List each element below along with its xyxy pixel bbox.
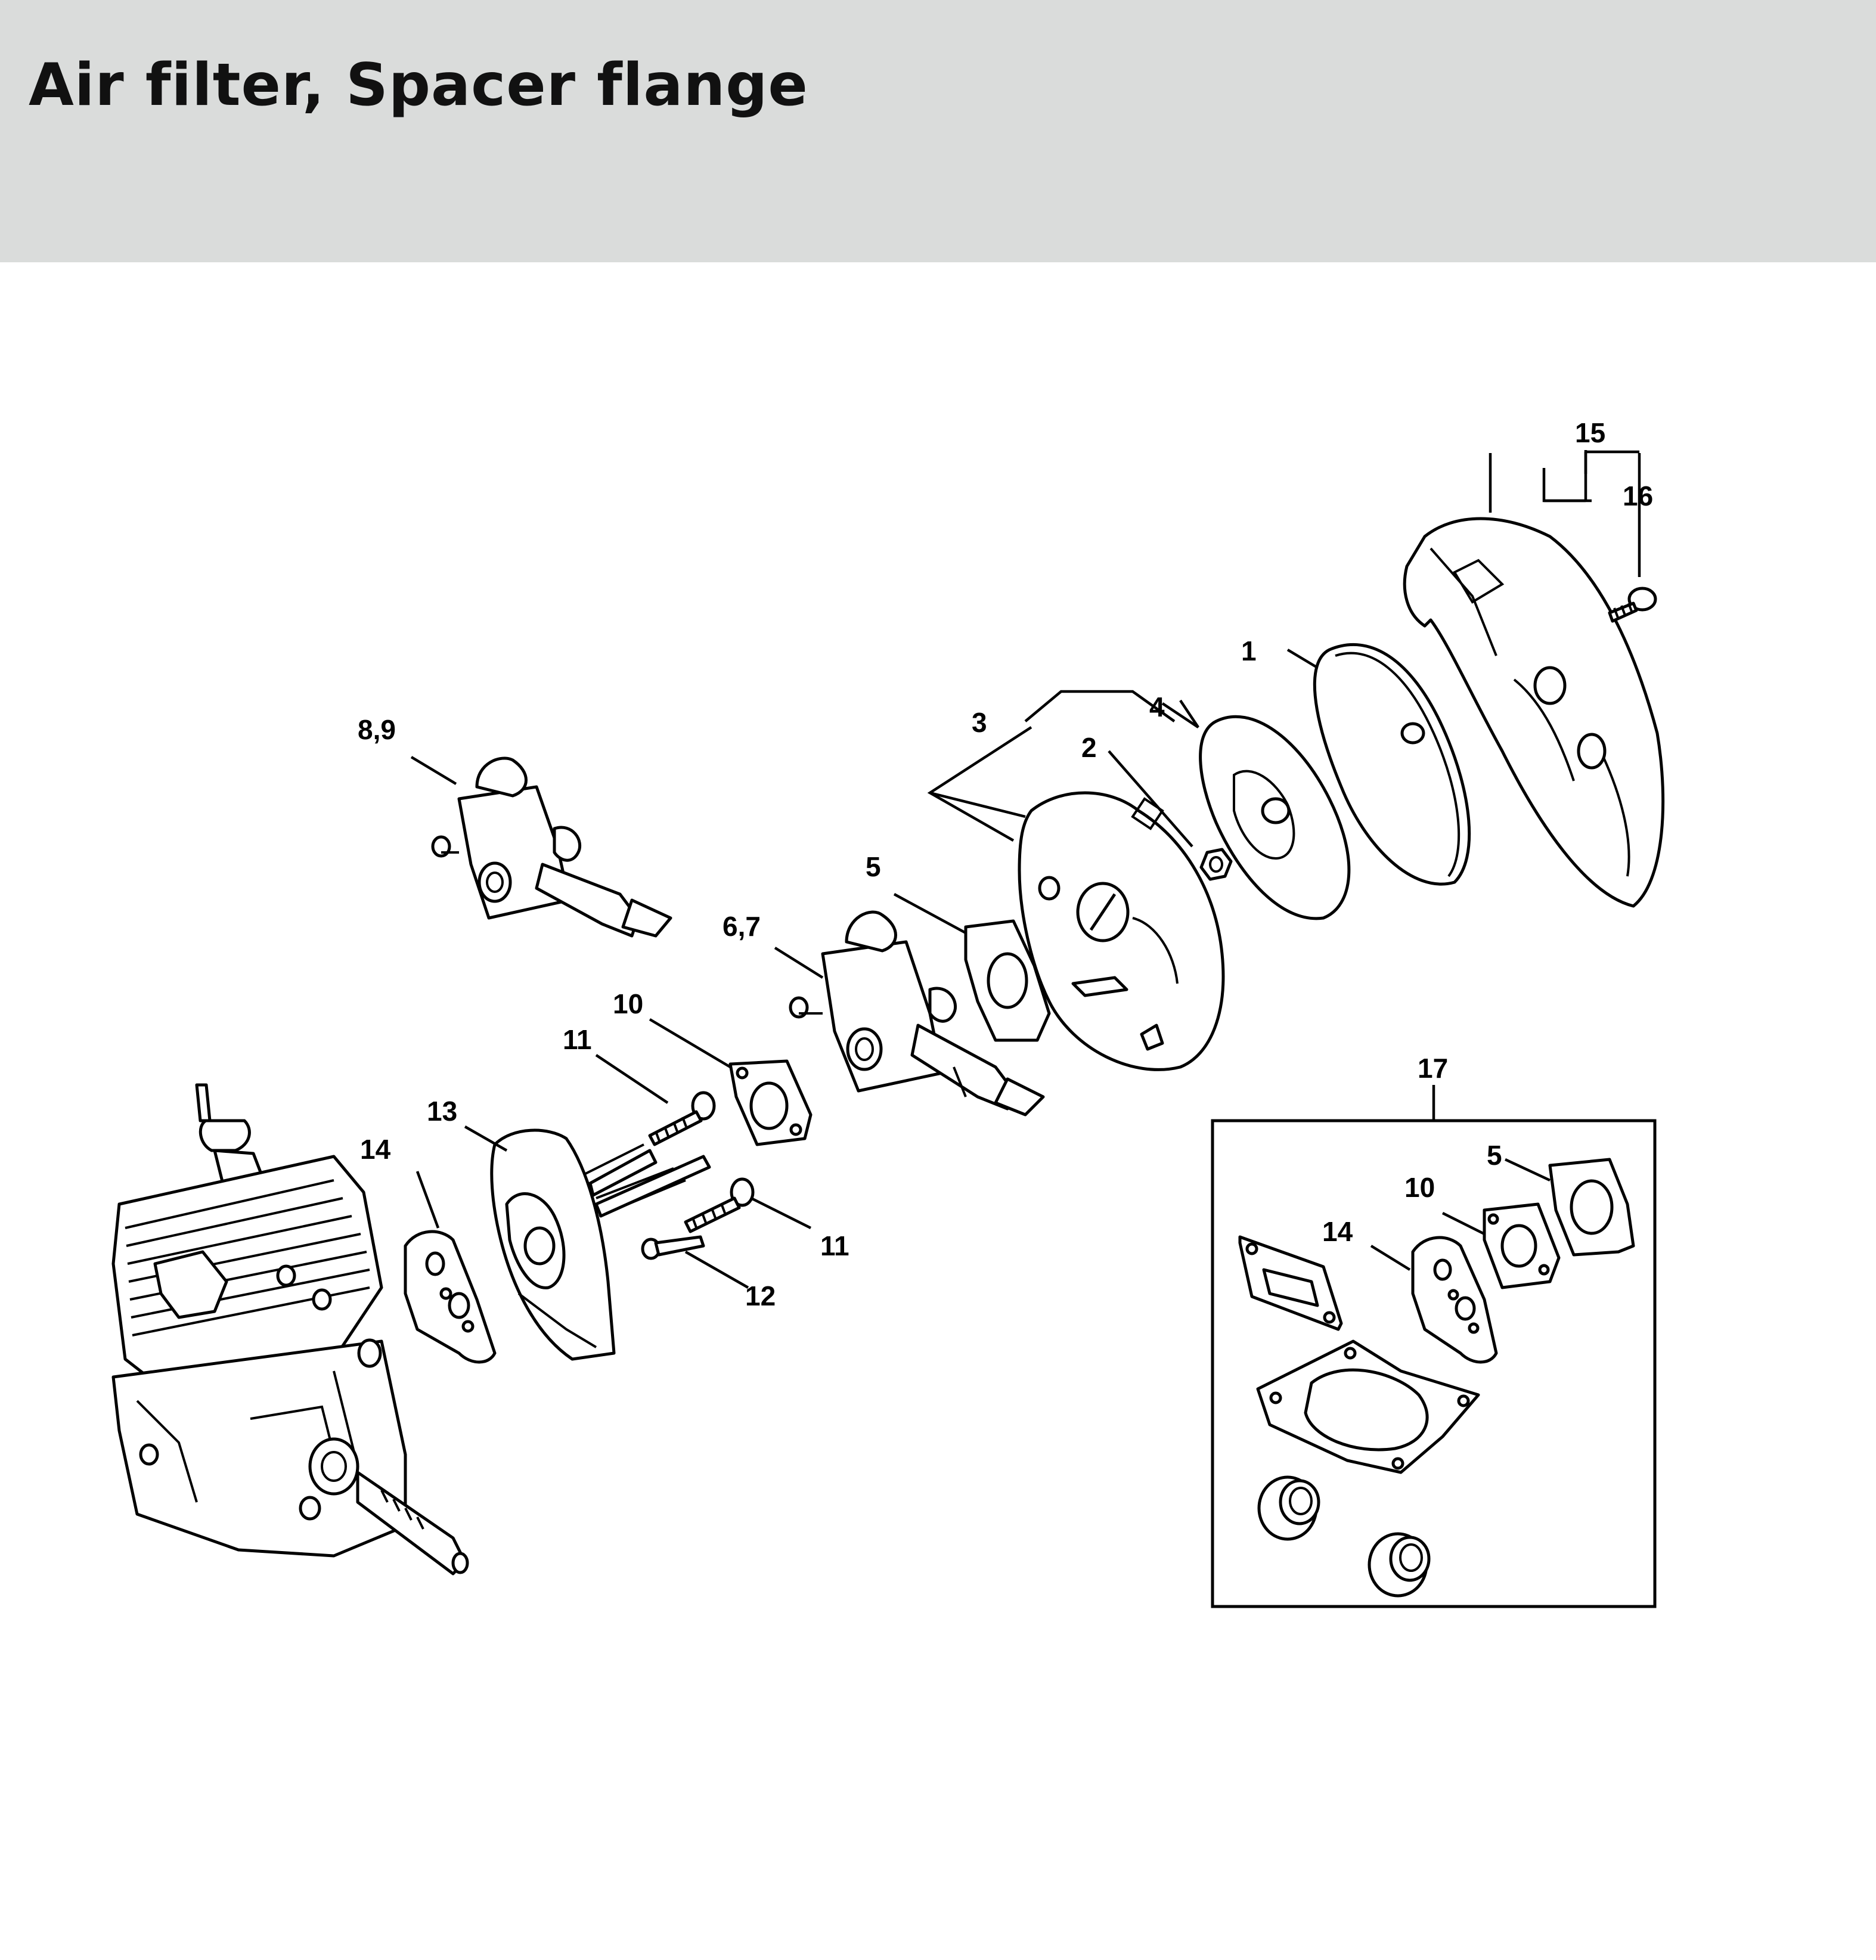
- callout-6-7: 6,7: [723, 911, 761, 942]
- page-title: Air filter, Spacer flange: [29, 51, 808, 119]
- kit-gasket-5: [1548, 1158, 1635, 1257]
- part-10-gasket[interactable]: [728, 1059, 813, 1146]
- kit-box: [1211, 1119, 1657, 1608]
- part-16-screw[interactable]: [1608, 587, 1657, 623]
- part-15-filter-cover[interactable]: [1403, 517, 1665, 908]
- exploded-parts-diagram: 15 16 1 4 3 2 8,9 5 6,7 10 11 13 14 11 1…: [111, 417, 1665, 1608]
- callout-11-upper: 11: [563, 1024, 592, 1055]
- callout-3: 3: [972, 707, 987, 738]
- part-4-baffle[interactable]: [1199, 715, 1351, 920]
- kit-gasket-14: [1411, 1236, 1498, 1364]
- kit-shaft-seal-1: [1257, 1475, 1320, 1541]
- kit-muffler-gasket: [1238, 1235, 1343, 1331]
- callout-labels: 15 16 1 4 3 2 8,9 5 6,7 10 11 13 14 11 1…: [358, 417, 1653, 1311]
- kit-cylinder-gasket: [1256, 1339, 1480, 1474]
- callout-5: 5: [866, 851, 881, 882]
- part-3-carburetor-box[interactable]: [1018, 791, 1225, 1071]
- kit-gasket-10: [1483, 1202, 1561, 1289]
- engine-assembly: [111, 1083, 469, 1576]
- callout-12: 12: [745, 1280, 776, 1311]
- part-13-spacer-flange[interactable]: [490, 1128, 711, 1361]
- part-14-gasket[interactable]: [404, 1230, 497, 1364]
- callout-kit-5: 5: [1487, 1140, 1502, 1171]
- callout-14: 14: [360, 1134, 391, 1165]
- callout-kit-14: 14: [1322, 1216, 1353, 1247]
- callout-8-9: 8,9: [358, 714, 396, 745]
- part-11-screw-lower[interactable]: [684, 1177, 755, 1233]
- page-header: Air filter, Spacer flange: [0, 0, 1876, 262]
- part-6-7-carburetor[interactable]: [789, 910, 1045, 1117]
- callout-2: 2: [1081, 732, 1097, 763]
- callout-kit-10: 10: [1404, 1172, 1435, 1203]
- callout-16: 16: [1623, 480, 1653, 511]
- callout-17: 17: [1418, 1053, 1448, 1084]
- callout-4: 4: [1149, 691, 1165, 722]
- callout-1: 1: [1241, 635, 1257, 666]
- part-5-gasket[interactable]: [964, 919, 1051, 1042]
- part-11-screw-upper[interactable]: [648, 1091, 716, 1146]
- part-12-clip[interactable]: [641, 1235, 705, 1260]
- leader-lines: [410, 450, 1641, 1289]
- part-8-9-carburetor[interactable]: [431, 756, 672, 938]
- callout-15: 15: [1575, 417, 1605, 448]
- callout-11-lower: 11: [820, 1230, 849, 1261]
- part-1-air-filter[interactable]: [1313, 643, 1471, 886]
- part-2-nut[interactable]: [1199, 848, 1233, 881]
- part-17-gasket-set[interactable]: [1211, 1119, 1657, 1608]
- kit-shaft-seal-2: [1368, 1532, 1431, 1598]
- callout-10: 10: [613, 988, 643, 1019]
- callout-13: 13: [427, 1096, 457, 1127]
